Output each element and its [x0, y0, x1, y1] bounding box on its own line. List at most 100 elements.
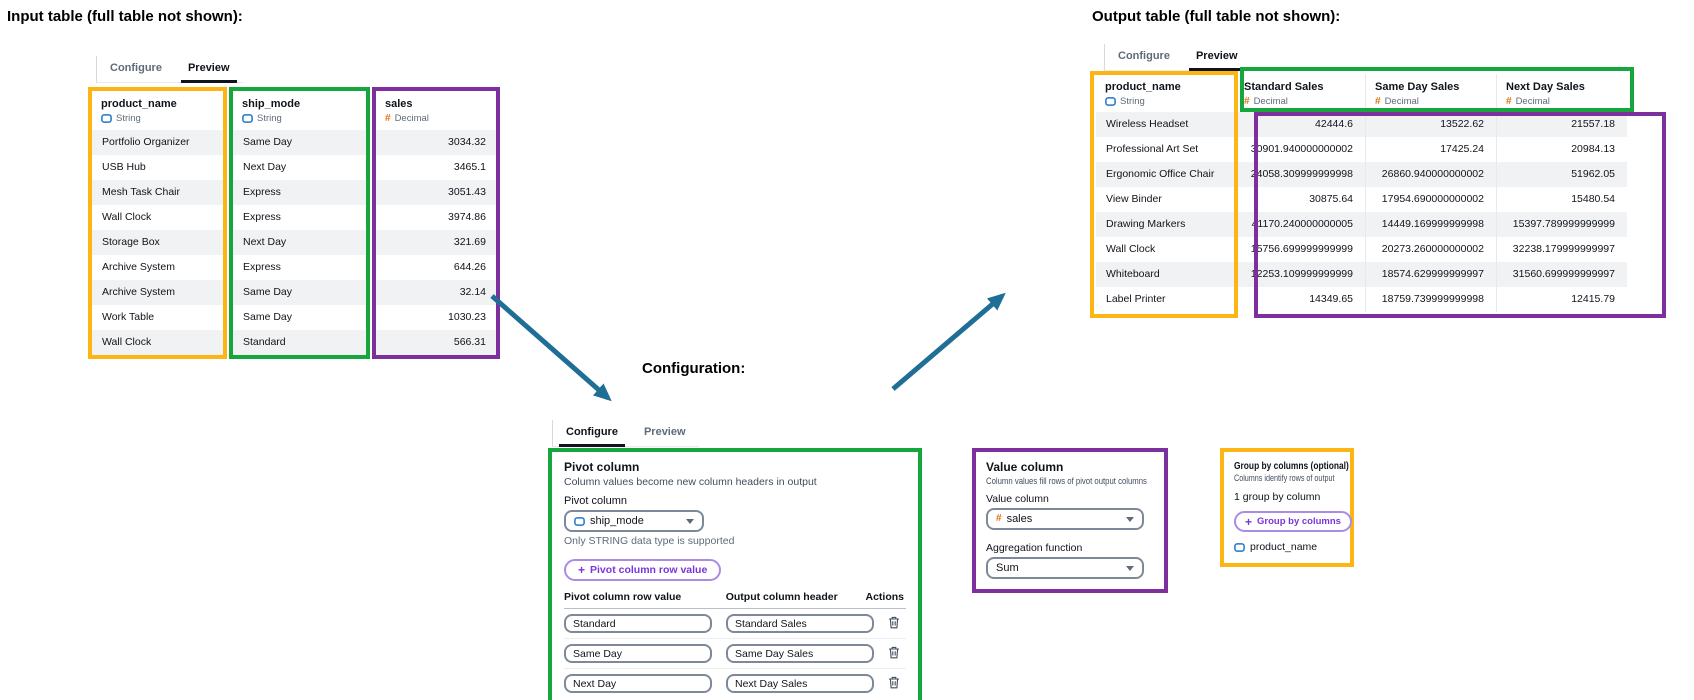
aggregation-function-label: Aggregation function: [986, 542, 1083, 554]
delete-pivot-row-button[interactable]: [888, 616, 900, 632]
table-cell: 17425.24: [1366, 137, 1496, 162]
table-cell: 31560.699999999997: [1497, 262, 1627, 287]
arrow-config-to-output: [891, 292, 1006, 391]
table-cell: 26860.940000000002: [1366, 162, 1496, 187]
table-cell: 12415.79: [1497, 287, 1627, 312]
table-cell: Archive System: [92, 255, 223, 280]
delete-pivot-row-button[interactable]: [888, 646, 900, 662]
column-type-label: String: [1120, 96, 1145, 107]
value-section-description: Column values fill rows of pivot output …: [986, 476, 1147, 486]
table-cell: 15756.699999999999: [1235, 237, 1365, 262]
add-pivot-row-button[interactable]: + Pivot column row value: [564, 559, 722, 581]
table-cell: 3034.32: [376, 130, 496, 155]
chevron-down-icon: [686, 518, 694, 524]
pivot-column-section: Pivot column Column values become new co…: [548, 448, 922, 700]
output-column-header-input[interactable]: [726, 674, 874, 693]
pivot-column-select-value: ship_mode: [590, 515, 644, 527]
table-cell: 15480.54: [1497, 187, 1627, 212]
column-type-label: Decimal: [1515, 96, 1550, 107]
tab-label: Configure: [1118, 50, 1170, 62]
tab-label: Preview: [187, 62, 230, 74]
col-header-output-column-header: Output column header: [725, 591, 838, 603]
config-panel-tabs: Configure Preview: [552, 420, 699, 447]
output-table-tabs: Configure Preview: [1104, 44, 1251, 71]
table-cell: 18574.629999999997: [1366, 262, 1496, 287]
table-cell: 321.69: [376, 230, 496, 255]
pivot-section-title: Pivot column: [564, 460, 640, 474]
pivot-row-value-input[interactable]: [564, 674, 712, 693]
output-tab-preview[interactable]: Preview: [1183, 44, 1251, 71]
arrow-input-to-config: [490, 294, 612, 402]
table-cell: 644.26: [376, 255, 496, 280]
group-section-description: Columns identify rows of output: [1234, 473, 1335, 483]
table-cell: Express: [233, 255, 366, 280]
table-cell: View Binder: [1096, 187, 1234, 212]
tab-label: Preview: [643, 426, 686, 438]
table-cell: 20273.260000000002: [1366, 237, 1496, 262]
value-column-label: Value column: [986, 493, 1049, 505]
table-cell: Whiteboard: [1096, 262, 1234, 287]
pivot-row-value-input[interactable]: [564, 644, 712, 663]
add-group-by-columns-button[interactable]: + Group by columns: [1234, 511, 1352, 532]
table-cell: 18759.739999999998: [1366, 287, 1496, 312]
group-by-count-text: 1 group by column: [1234, 491, 1321, 503]
table-cell: 14449.169999999998: [1366, 212, 1496, 237]
pivot-column-select[interactable]: ship_mode: [564, 510, 704, 532]
column-type-label: Decimal: [1384, 96, 1419, 107]
pivot-rows-table-body: [564, 609, 906, 698]
value-column-select[interactable]: # sales: [986, 508, 1144, 530]
output-tab-configure[interactable]: Configure: [1105, 44, 1183, 70]
table-cell: 566.31: [376, 330, 496, 355]
group-by-columns-section: Group by columns (optional) Columns iden…: [1220, 448, 1354, 567]
column-type: String: [242, 113, 357, 124]
output-column-header-input[interactable]: [726, 614, 874, 633]
column-name: ship_mode: [242, 98, 301, 110]
output-table-title: Output table (full table not shown):: [1092, 8, 1341, 25]
delete-pivot-row-button[interactable]: [888, 676, 900, 692]
column-name: sales: [385, 98, 413, 110]
column-type-label: String: [116, 113, 141, 124]
aggregation-function-select[interactable]: Sum: [986, 557, 1144, 579]
input-tab-preview[interactable]: Preview: [175, 56, 243, 83]
plus-icon: +: [1245, 514, 1253, 529]
input-tab-configure[interactable]: Configure: [97, 56, 175, 82]
output-column-header-input[interactable]: [726, 644, 874, 663]
table-cell: 15397.789999999999: [1497, 212, 1627, 237]
col-header-actions: Actions: [865, 591, 904, 603]
column-name: product_name: [101, 98, 177, 110]
table-cell: 3051.43: [376, 180, 496, 205]
table-cell: Ergonomic Office Chair: [1096, 162, 1234, 187]
group-by-column-name: product_name: [1250, 541, 1318, 553]
pivot-row-value-input[interactable]: [564, 614, 712, 633]
pivot-column-help-text: Only STRING data type is supported: [564, 535, 735, 547]
table-cell: Work Table: [92, 305, 223, 330]
column-header: sales #Decimal: [376, 91, 496, 130]
tab-label: Configure: [110, 62, 162, 74]
tab-label: Preview: [1195, 50, 1238, 62]
pivot-section-description: Column values become new column headers …: [564, 476, 817, 488]
table-cell: Drawing Markers: [1096, 212, 1234, 237]
input-table-title: Input table (full table not shown):: [7, 8, 243, 25]
table-cell: 12253.109999999999: [1235, 262, 1365, 287]
column-type: #Decimal: [1506, 96, 1618, 107]
config-tab-configure[interactable]: Configure: [553, 420, 631, 447]
table-cell: 3974.86: [376, 205, 496, 230]
config-tab-preview[interactable]: Preview: [631, 420, 699, 446]
column-name: product_name: [1105, 81, 1181, 93]
table-cell: 14349.65: [1235, 287, 1365, 312]
table-cell: Label Printer: [1096, 287, 1234, 312]
table-cell: Wall Clock: [1096, 237, 1234, 262]
string-type-icon: [242, 114, 253, 123]
table-cell: 21557.18: [1497, 112, 1627, 137]
column-type-label: String: [257, 113, 282, 124]
column-type: #Decimal: [385, 113, 487, 124]
aggregation-function-select-value: Sum: [996, 562, 1019, 574]
